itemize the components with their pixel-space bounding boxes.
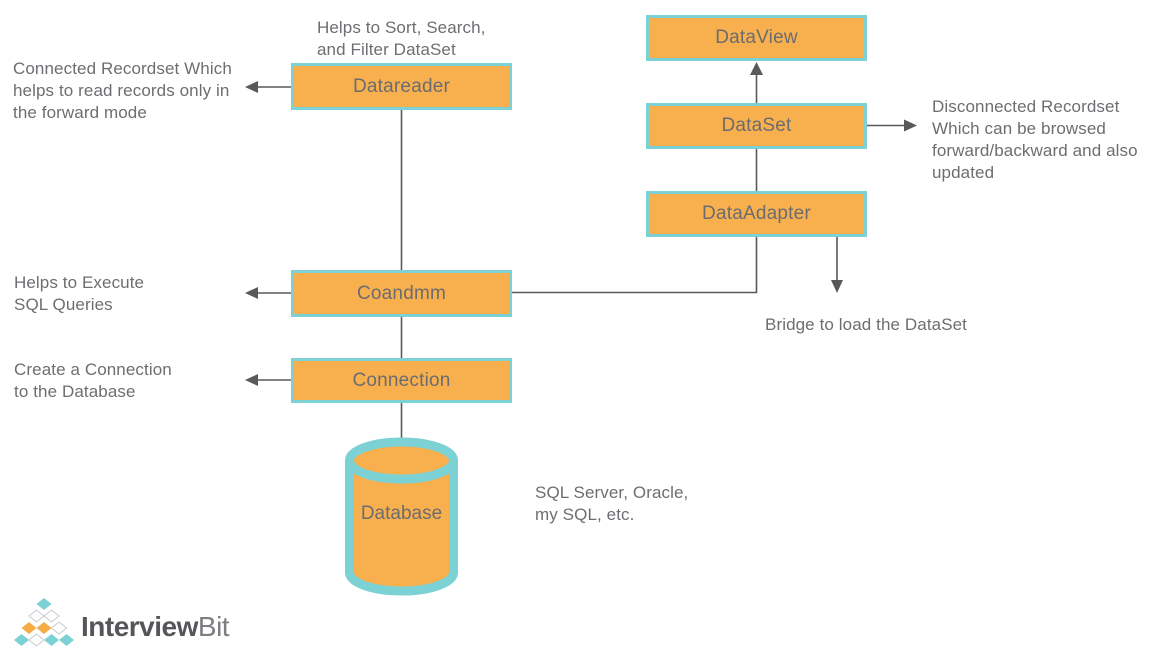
interviewbit-logo-mark [14,598,74,647]
node-database-label: Database [360,503,443,524]
annotation-connected-recordset: Connected Recordset Which helps to read … [13,59,232,122]
annotation-bridge: Bridge to load the DataSet [765,315,968,334]
arrow-dataadapter-down [831,237,843,293]
arrow-datareader-left [245,81,291,93]
node-connection: Connection [291,358,512,403]
annotation-create-connection: Create a Connection to the Database [14,360,172,401]
connector-dataadapter-command [512,237,758,294]
arrow-dataset-dataview [750,62,763,103]
logo-text-bit: Bit [197,611,230,642]
arrow-dataset-right [867,119,917,132]
arrow-command-left [245,287,291,299]
node-dataview: DataView [646,15,867,61]
node-command: Coandmm [291,270,512,317]
annotation-disconnected-recordset: Disconnected Recordset Which can be brow… [932,97,1138,182]
annotation-sort-filter: Helps to Sort, Search, and Filter DataSe… [317,18,486,59]
database-cylinder [345,437,458,596]
node-dataadapter: DataAdapter [646,191,867,237]
node-dataset: DataSet [646,103,867,149]
arrow-connection-left [245,374,291,386]
interviewbit-logo: InterviewBit [13,595,230,649]
interviewbit-logo-text: InterviewBit [81,601,230,643]
logo-text-interview: Interview [81,611,198,642]
annotation-db-examples: SQL Server, Oracle, my SQL, etc. [535,483,689,524]
annotation-execute-queries: Helps to Execute SQL Queries [14,273,145,314]
node-datareader: Datareader [291,63,512,110]
